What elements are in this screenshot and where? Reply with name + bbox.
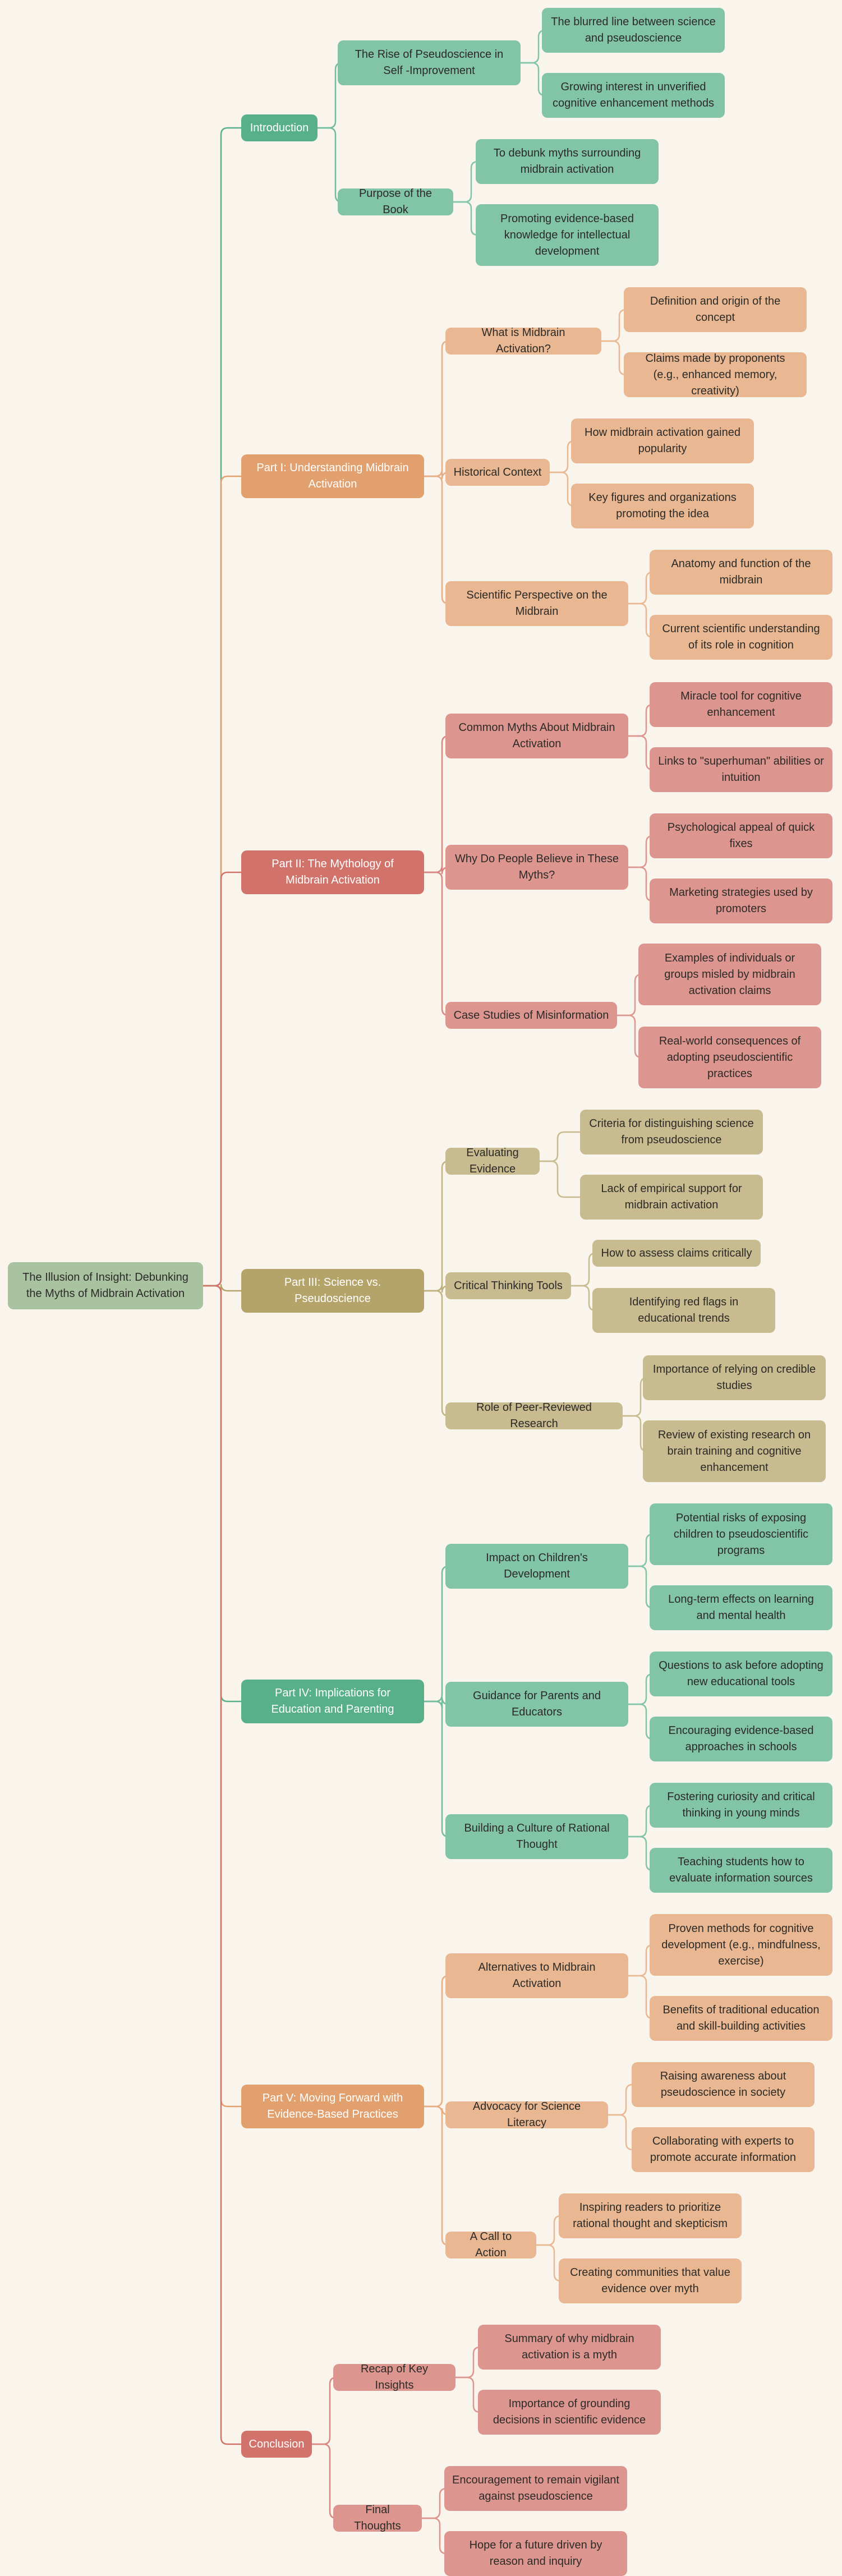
- connector-line: [203, 1285, 241, 2108]
- root-node: The Illusion of Insight: Debunking the M…: [8, 1262, 203, 1309]
- leaf-node: Criteria for distinguishing science from…: [580, 1110, 763, 1154]
- leaf-node: Questions to ask before adopting new edu…: [650, 1652, 832, 1696]
- section-node: Introduction: [241, 114, 318, 141]
- leaf-node: Hope for a future driven by reason and i…: [444, 2531, 627, 2576]
- subtopic-node: Case Studies of Misinformation: [445, 1002, 617, 1029]
- leaf-node: Potential risks of exposing children to …: [650, 1503, 832, 1565]
- subtopic-node: Guidance for Parents and Educators: [445, 1682, 628, 1727]
- subtopic-node: The Rise of Pseudoscience in Self -Impro…: [338, 40, 521, 85]
- leaf-node: Encouraging evidence-based approaches in…: [650, 1717, 832, 1761]
- subtopic-node: Critical Thinking Tools: [445, 1272, 571, 1299]
- leaf-node: Marketing strategies used by promoters: [650, 878, 832, 923]
- subtopic-node: Recap of Key Insights: [333, 2363, 455, 2391]
- section-node: Part II: The Mythology of Midbrain Activ…: [241, 850, 424, 894]
- leaf-node: Claims made by proponents (e.g., enhance…: [624, 352, 807, 397]
- leaf-node: Collaborating with experts to promote ac…: [632, 2127, 815, 2172]
- connector-line: [424, 871, 449, 1016]
- leaf-node: Definition and origin of the concept: [624, 287, 807, 332]
- leaf-node: Importance of grounding decisions in sci…: [478, 2390, 661, 2435]
- connector-line: [601, 340, 627, 376]
- leaf-node: Key figures and organizations promoting …: [571, 484, 754, 528]
- leaf-node: Lack of empirical support for midbrain a…: [580, 1175, 763, 1220]
- leaf-node: Real-world consequences of adopting pseu…: [638, 1027, 821, 1088]
- connector-line: [312, 2443, 337, 2519]
- leaf-node: Review of existing research on brain tra…: [643, 1420, 826, 1482]
- subtopic-node: Alternatives to Midbrain Activation: [445, 1953, 628, 1998]
- connector-line: [422, 2487, 447, 2519]
- subtopic-node: Evaluating Evidence: [445, 1147, 540, 1175]
- connector-line: [424, 1975, 449, 2108]
- section-node: Part III: Science vs. Pseudoscience: [241, 1269, 424, 1313]
- subtopic-node: Impact on Children's Development: [445, 1544, 628, 1589]
- leaf-node: Anatomy and function of the midbrain: [650, 550, 832, 595]
- leaf-node: Encouragement to remain vigilant against…: [444, 2466, 627, 2511]
- subtopic-node: What is Midbrain Activation?: [445, 326, 601, 355]
- subtopic-node: Why Do People Believe in These Myths?: [445, 845, 628, 890]
- connector-line: [536, 2244, 562, 2282]
- connector-line: [312, 2376, 337, 2445]
- connector-line: [424, 1290, 449, 1417]
- section-node: Conclusion: [241, 2431, 312, 2458]
- leaf-node: How to assess claims critically: [592, 1240, 761, 1267]
- connector-line: [453, 201, 478, 236]
- connector-line: [540, 1160, 580, 1198]
- leaf-node: Proven methods for cognitive development…: [650, 1914, 832, 1976]
- connector-line: [424, 2105, 449, 2246]
- leaf-node: Long-term effects on learning and mental…: [650, 1585, 832, 1630]
- section-node: Part I: Understanding Midbrain Activatio…: [241, 454, 424, 498]
- connector-line: [424, 1565, 449, 1703]
- connector-line: [203, 871, 241, 1287]
- connector-line: [424, 340, 449, 477]
- subtopic-node: Common Myths About Midbrain Activation: [445, 714, 628, 758]
- connector-line: [424, 475, 449, 605]
- leaf-node: Fostering curiosity and critical thinkin…: [650, 1783, 832, 1828]
- subtopic-node: Historical Context: [445, 459, 550, 486]
- section-node: Part V: Moving Forward with Evidence-Bas…: [241, 2085, 424, 2128]
- subtopic-node: Advocacy for Science Literacy: [445, 2100, 608, 2129]
- leaf-node: The blurred line between science and pse…: [542, 8, 725, 53]
- leaf-node: Promoting evidence-based knowledge for i…: [476, 204, 659, 266]
- leaf-node: Identifying red flags in educational tre…: [592, 1288, 775, 1333]
- subtopic-node: Building a Culture of Rational Thought: [445, 1814, 628, 1859]
- connector-line: [601, 309, 627, 342]
- connector-line: [203, 475, 241, 1287]
- connector-line: [455, 2346, 481, 2379]
- leaf-node: Psychological appeal of quick fixes: [650, 813, 832, 858]
- leaf-node: Importance of relying on credible studie…: [643, 1355, 826, 1400]
- subtopic-node: Scientific Perspective on the Midbrain: [445, 581, 628, 626]
- subtopic-node: A Call to Action: [445, 2230, 536, 2259]
- leaf-node: How midbrain activation gained popularit…: [571, 418, 754, 463]
- leaf-node: Growing interest in unverified cognitive…: [542, 73, 725, 118]
- leaf-node: Miracle tool for cognitive enhancement: [650, 682, 832, 727]
- connector-line: [424, 1160, 449, 1292]
- connector-line: [453, 160, 478, 203]
- connector-line: [536, 2215, 562, 2246]
- leaf-node: Current scientific understanding of its …: [650, 615, 832, 660]
- connector-line: [203, 1285, 241, 1703]
- connector-line: [203, 1285, 241, 2445]
- leaf-node: Creating communities that value evidence…: [559, 2258, 742, 2303]
- leaf-node: Benefits of traditional education and sk…: [650, 1996, 832, 2041]
- connector-line: [203, 127, 241, 1287]
- subtopic-node: Purpose of the Book: [338, 187, 453, 216]
- subtopic-node: Role of Peer-Reviewed Research: [445, 1401, 623, 1430]
- connector-line: [608, 2114, 633, 2151]
- leaf-node: To debunk myths surrounding midbrain act…: [476, 139, 659, 184]
- leaf-node: Inspiring readers to prioritize rational…: [559, 2193, 742, 2238]
- leaf-node: Raising awareness about pseudoscience in…: [632, 2062, 815, 2107]
- connector-line: [608, 2083, 633, 2116]
- connector-line: [455, 2376, 481, 2413]
- leaf-node: Teaching students how to evaluate inform…: [650, 1848, 832, 1893]
- section-node: Part IV: Implications for Education and …: [241, 1680, 424, 1723]
- subtopic-node: Final Thoughts: [333, 2504, 422, 2532]
- leaf-node: Links to "superhuman" abilities or intui…: [650, 747, 832, 792]
- connector-line: [422, 2517, 447, 2555]
- leaf-node: Examples of individuals or groups misled…: [638, 944, 821, 1005]
- leaf-node: Summary of why midbrain activation is a …: [478, 2325, 661, 2370]
- connector-line: [540, 1131, 580, 1162]
